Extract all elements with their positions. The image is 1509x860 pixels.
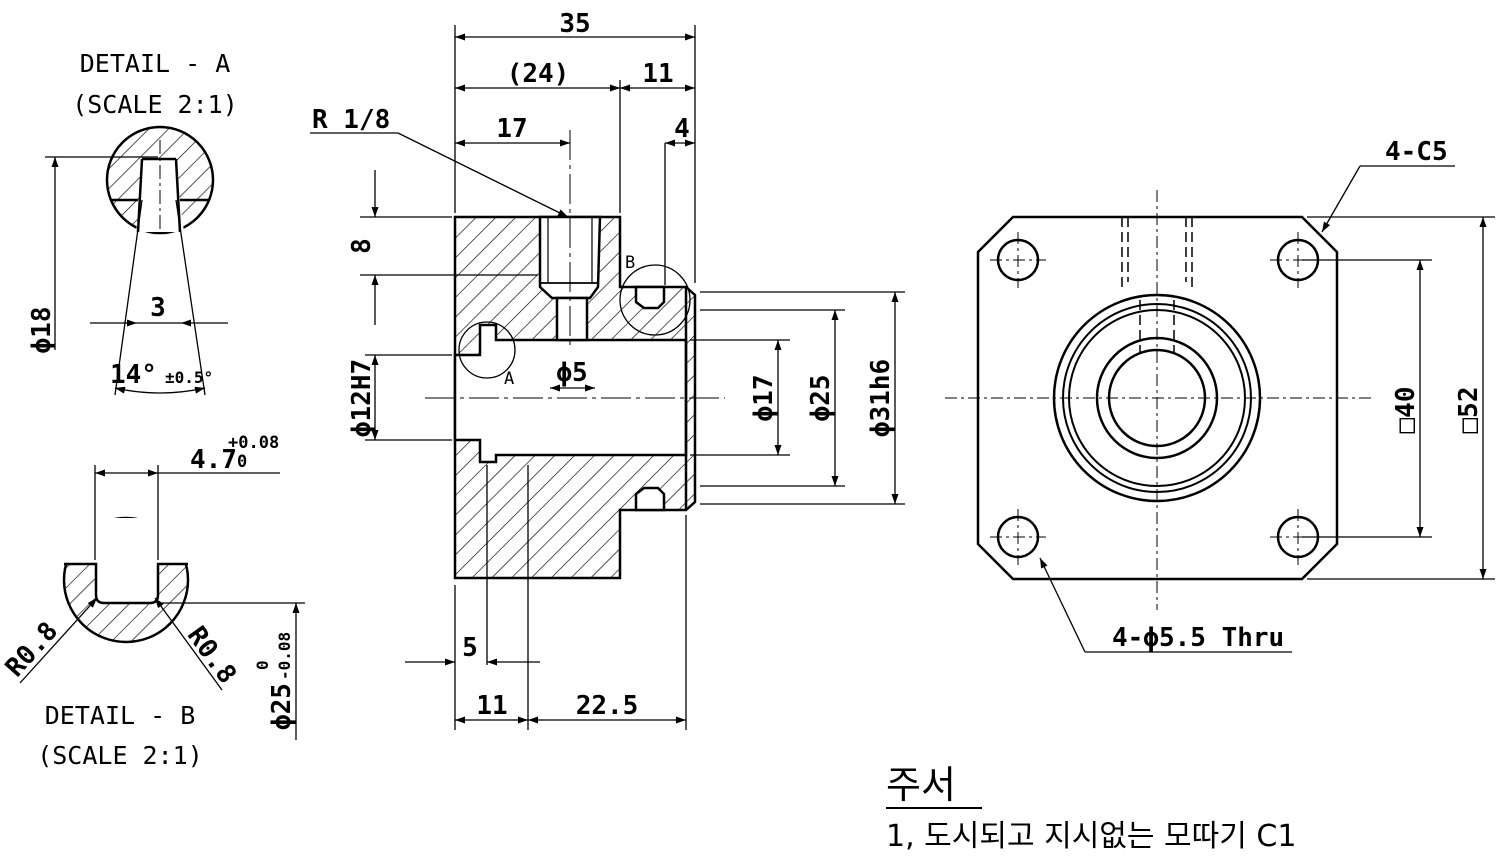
- detail-a-angle-tol: ±0.5°: [165, 368, 213, 387]
- notes-item-1: 1, 도시되고 지시없는 모따기 C1: [886, 819, 1296, 854]
- dim-5: 5: [462, 633, 478, 663]
- detail-b-scale: (SCALE 2:1): [37, 741, 203, 770]
- dim-52: □52: [1454, 387, 1484, 434]
- thread-callout: R 1/8: [312, 105, 390, 135]
- detail-a: DETAIL - A (SCALE 2:1) ϕ18 3 14° ±0.5°: [27, 49, 238, 396]
- dim-11-bottom: 11: [476, 691, 507, 721]
- detail-b-dia-tol-lower: -0.08: [275, 632, 294, 680]
- detail-b-dia-tol-upper: 0: [253, 660, 272, 670]
- detail-a-angle: 14°: [110, 360, 157, 390]
- notes-block: 주서 1, 도시되고 지시없는 모따기 C1: [886, 763, 1296, 854]
- detail-a-dia-dim: ϕ18: [27, 307, 57, 354]
- section-view: A B 35 (24) 11 17 4 R 1/8 8 ϕ12H7: [310, 9, 905, 730]
- dim-24: (24): [507, 59, 570, 89]
- dim-overall: 35: [559, 9, 590, 39]
- detail-a-title: DETAIL - A: [80, 49, 231, 78]
- detail-b-dia-dim: ϕ25: [267, 683, 297, 730]
- hole-callout: 4-ϕ5.5 Thru: [1112, 623, 1284, 653]
- notes-title: 주서: [886, 763, 956, 807]
- detail-b-radius-right: R0.8: [181, 621, 242, 689]
- detail-b-title: DETAIL - B: [45, 701, 196, 730]
- dim-22-5: 22.5: [576, 691, 639, 721]
- dim-17-dia: ϕ17: [749, 375, 779, 422]
- detail-b-radius-left: R0.8: [0, 616, 64, 683]
- dim-11-top: 11: [642, 59, 673, 89]
- detail-b-tol-lower: 0: [237, 452, 247, 472]
- detail-b: 4.7 +0.08 0 R0.8 R0.8 ϕ25 0 -0.08 DETAIL…: [0, 433, 305, 770]
- dim-40: □40: [1391, 387, 1421, 434]
- chamfer-callout: 4-C5: [1385, 137, 1448, 167]
- detail-b-tol-upper: +0.08: [228, 433, 279, 453]
- detail-a-scale: (SCALE 2:1): [72, 90, 238, 119]
- detail-b-width-dim: 4.7: [190, 445, 237, 475]
- dim-25-dia: ϕ25: [806, 375, 836, 422]
- dim-bore: ϕ12H7: [347, 359, 377, 437]
- dim-4: 4: [674, 114, 690, 144]
- dim-31-dia: ϕ31h6: [866, 359, 896, 437]
- detail-a-width-dim: 3: [150, 293, 166, 323]
- dim-17: 17: [496, 114, 527, 144]
- dim-small-hole: ϕ5: [556, 358, 587, 388]
- section-label-a: A: [504, 369, 514, 389]
- front-view: 4-C5 4-ϕ5.5 Thru □40 □52: [945, 137, 1495, 653]
- dim-8: 8: [347, 238, 377, 254]
- section-label-b: B: [625, 253, 635, 273]
